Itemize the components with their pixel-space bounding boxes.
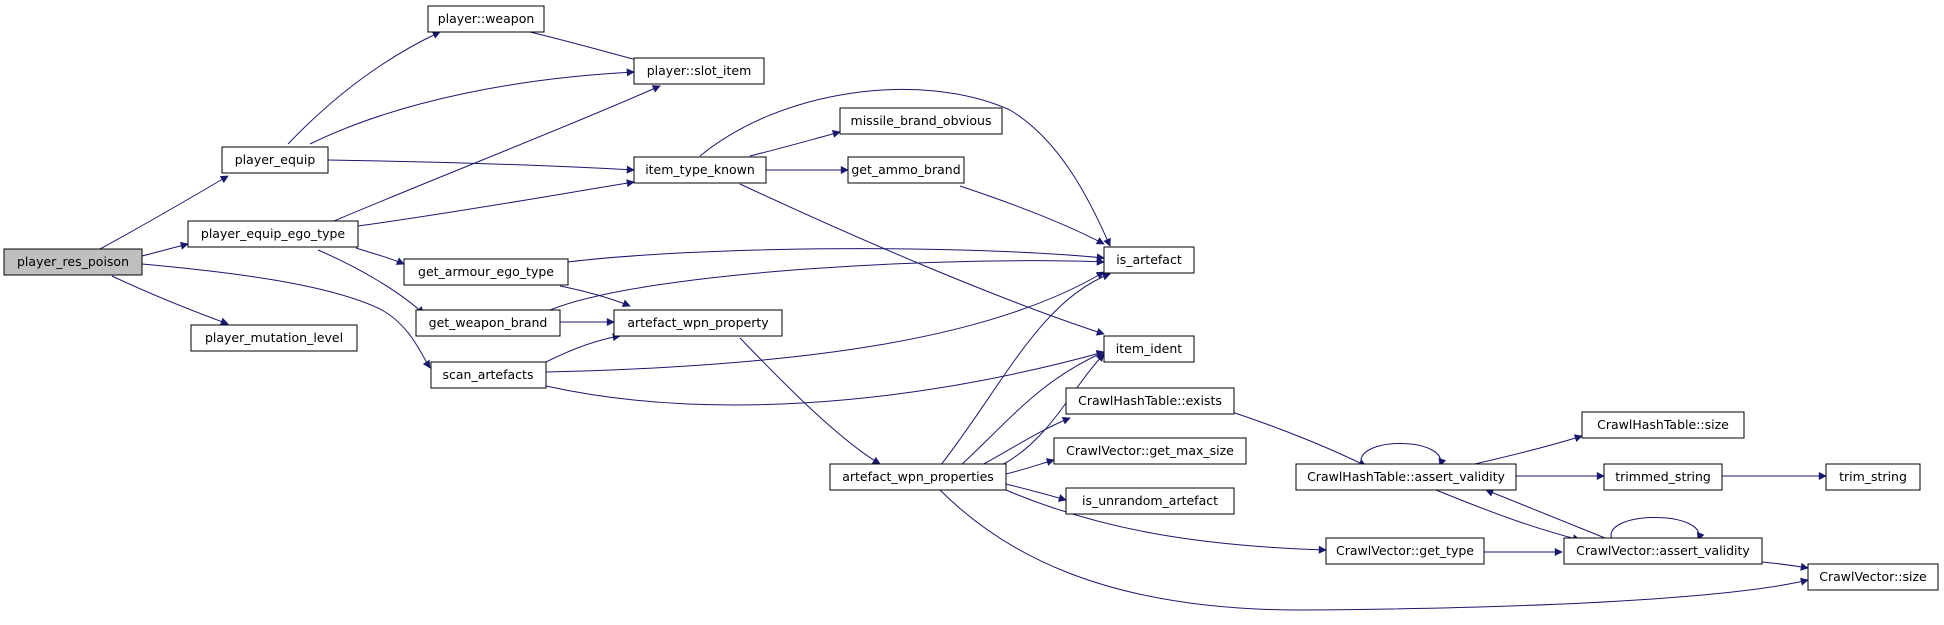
node-label: artefact_wpn_properties bbox=[842, 469, 994, 484]
edge-artefact-wpn-properties-to-crawlhashtable-exists bbox=[979, 416, 1071, 467]
node-label: get_armour_ego_type bbox=[418, 264, 554, 279]
edge-crawlvector-assert-validity-to-crawlhashtable-assert-validity bbox=[1485, 489, 1611, 541]
node-label: item_ident bbox=[1116, 341, 1183, 356]
node-label: trim_string bbox=[1839, 469, 1907, 484]
node-label: CrawlVector::get_type bbox=[1336, 543, 1474, 558]
node-label: CrawlVector::get_max_size bbox=[1066, 443, 1234, 458]
edge-ego-type-to-player-slot-item bbox=[321, 85, 661, 227]
edge-artefact-wpn-properties-to-is-unrandom-artefact bbox=[1005, 483, 1067, 502]
node-label: player::slot_item bbox=[647, 63, 752, 78]
node-trimmed-string: trimmed_string bbox=[1603, 463, 1723, 491]
node-player-slot-item: player::slot_item bbox=[633, 57, 765, 85]
edge-player-res-poison-to-scan-artefacts bbox=[141, 263, 431, 369]
node-label: CrawlHashTable::assert_validity bbox=[1307, 469, 1505, 484]
edge-ego-type-to-item-type-known bbox=[357, 179, 635, 227]
edge-player-res-poison-to-player-mutation-level bbox=[111, 275, 229, 326]
node-label: get_weapon_brand bbox=[429, 315, 548, 330]
edge-artefact-wpn-properties-to-item-ident-b bbox=[999, 353, 1105, 467]
edge-artefact-wpn-properties-to-is-artefact bbox=[939, 272, 1111, 467]
node-trim-string: trim_string bbox=[1825, 463, 1921, 491]
edge-get-ammo-brand-to-is-artefact bbox=[959, 185, 1105, 245]
node-label: scan_artefacts bbox=[443, 367, 534, 382]
edge-crawlvector-assert-validity-to-crawlvector-size bbox=[1761, 561, 1809, 571]
edges bbox=[97, 31, 1827, 611]
node-missile-brand-obvious: missile_brand_obvious bbox=[839, 107, 1003, 135]
node-label: CrawlHashTable::size bbox=[1597, 417, 1729, 432]
node-label: player_equip_ego_type bbox=[201, 226, 346, 241]
edge-artefact-wpn-properties-to-crawlvector-get-max-size bbox=[1005, 458, 1055, 475]
node-label: player_mutation_level bbox=[205, 330, 343, 345]
node-player-res-poison: player_res_poison bbox=[3, 248, 143, 276]
edge-artefact-wpn-properties-to-crawlvector-size bbox=[939, 489, 1809, 611]
edge-player-res-poison-to-player-equip bbox=[97, 175, 229, 251]
node-player-equip-ego-type: player_equip_ego_type bbox=[187, 220, 359, 248]
node-get-weapon-brand: get_weapon_brand bbox=[415, 309, 561, 337]
node-artefact-wpn-properties: artefact_wpn_properties bbox=[829, 463, 1007, 491]
edge-crawlhashtable-assert-validity-self bbox=[1360, 443, 1447, 467]
node-get-ammo-brand: get_ammo_brand bbox=[847, 156, 965, 184]
node-crawlhashtable-size: CrawlHashTable::size bbox=[1581, 411, 1745, 439]
node-scan-artefacts: scan_artefacts bbox=[430, 361, 547, 389]
edge-ego-type-to-get-armour-ego-type bbox=[355, 247, 405, 265]
edge-player-res-poison-to-player-equip-ego-type bbox=[141, 241, 189, 257]
node-crawlhashtable-assert-validity: CrawlHashTable::assert_validity bbox=[1295, 463, 1517, 491]
node-item-type-known: item_type_known bbox=[633, 156, 767, 184]
edge-crawlvector-assert-validity-self bbox=[1610, 517, 1705, 541]
node-label: get_ammo_brand bbox=[851, 162, 960, 177]
node-label: CrawlHashTable::exists bbox=[1078, 393, 1222, 408]
edge-player-equip-to-player-weapon bbox=[287, 31, 441, 145]
edge-player-equip-to-item-type-known bbox=[327, 159, 635, 174]
node-label: player_res_poison bbox=[17, 254, 129, 269]
edge-artefact-wpn-properties-to-crawlvector-get-type bbox=[1005, 489, 1327, 554]
edge-scan-artefacts-to-is-artefact bbox=[545, 271, 1105, 373]
edge-scan-artefacts-to-artefact-wpn-property bbox=[545, 333, 621, 363]
node-item-ident: item_ident bbox=[1103, 335, 1195, 363]
edge-crawlhashtable-assert-validity-to-size bbox=[1465, 434, 1583, 467]
edge-ego-type-to-get-weapon-brand bbox=[317, 249, 425, 315]
node-crawlhashtable-exists: CrawlHashTable::exists bbox=[1065, 387, 1235, 415]
node-player-mutation-level: player_mutation_level bbox=[190, 324, 358, 352]
edge-scan-artefacts-to-item-ident bbox=[545, 350, 1105, 406]
node-crawlvector-get-max-size: CrawlVector::get_max_size bbox=[1053, 437, 1247, 465]
node-label: artefact_wpn_property bbox=[627, 315, 769, 330]
node-label: is_unrandom_artefact bbox=[1082, 493, 1218, 508]
edge-crawlhashtable-exists-to-assert-validity bbox=[1231, 411, 1367, 467]
edge-item-type-known-to-missile-brand-obvious bbox=[749, 129, 841, 157]
node-crawlvector-size: CrawlVector::size bbox=[1807, 563, 1939, 591]
node-label: trimmed_string bbox=[1615, 469, 1711, 484]
node-label: item_type_known bbox=[645, 162, 755, 177]
node-label: missile_brand_obvious bbox=[851, 113, 992, 128]
node-label: CrawlVector::size bbox=[1819, 569, 1927, 584]
edge-item-type-known-to-item-ident bbox=[739, 183, 1105, 336]
node-is-unrandom-artefact: is_unrandom_artefact bbox=[1065, 487, 1235, 515]
node-crawlvector-assert-validity: CrawlVector::assert_validity bbox=[1563, 537, 1763, 565]
node-label: player::weapon bbox=[438, 11, 535, 26]
node-player-weapon: player::weapon bbox=[427, 5, 545, 33]
node-player-equip: player_equip bbox=[221, 146, 329, 174]
node-get-armour-ego-type: get_armour_ego_type bbox=[403, 258, 569, 286]
node-label: is_artefact bbox=[1116, 252, 1182, 267]
edge-artefact-wpn-properties-to-item-ident bbox=[959, 351, 1105, 467]
node-artefact-wpn-property: artefact_wpn_property bbox=[613, 309, 783, 337]
edge-player-equip-to-player-slot-item bbox=[309, 68, 635, 145]
edge-item-type-known-to-is-artefact bbox=[699, 89, 1111, 247]
node-label: player_equip bbox=[235, 152, 316, 167]
edge-crawlhashtable-assert-validity-to-crawlvector-assert-validity bbox=[1435, 489, 1581, 543]
node-is-artefact: is_artefact bbox=[1103, 246, 1195, 274]
node-label: CrawlVector::assert_validity bbox=[1576, 543, 1750, 558]
node-crawlvector-get-type: CrawlVector::get_type bbox=[1325, 537, 1485, 565]
edge-get-armour-ego-type-to-is-artefact bbox=[567, 248, 1105, 263]
edge-artefact-wpn-property-to-artefact-wpn-properties bbox=[739, 337, 881, 465]
edge-get-weapon-brand-to-is-artefact bbox=[549, 257, 1105, 311]
